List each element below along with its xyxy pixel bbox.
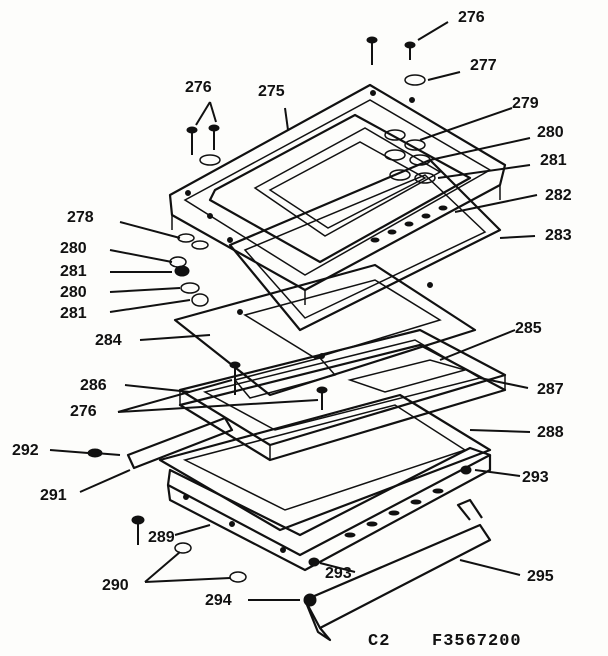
callout-284: 284 bbox=[95, 332, 122, 349]
callout-286: 286 bbox=[80, 377, 107, 394]
callout-283: 283 bbox=[545, 227, 572, 244]
side-bar-291 bbox=[126, 416, 234, 470]
plate-283 bbox=[228, 158, 502, 332]
callout-281: 281 bbox=[60, 305, 87, 322]
callout-290: 290 bbox=[102, 577, 129, 594]
bottom-channel-289 bbox=[166, 446, 492, 572]
side-switch-parts bbox=[169, 233, 209, 307]
washer-277 bbox=[199, 74, 426, 166]
screw-292 bbox=[87, 448, 121, 458]
leader-lines bbox=[49, 21, 538, 601]
callout-292: 292 bbox=[12, 442, 39, 459]
callout-276: 276 bbox=[185, 79, 212, 96]
callout-labels: 276 277 276 275 279 280 281 282 278 283 … bbox=[12, 9, 572, 609]
callout-288: 288 bbox=[537, 424, 564, 441]
top-frame-275 bbox=[168, 83, 507, 305]
vent-holes-282 bbox=[370, 205, 448, 243]
callout-287: 287 bbox=[537, 381, 564, 398]
callout-294: 294 bbox=[205, 592, 232, 609]
callout-276: 276 bbox=[458, 9, 485, 26]
callout-278: 278 bbox=[67, 209, 94, 226]
glass-panel-284 bbox=[173, 263, 477, 397]
callout-275: 275 bbox=[258, 83, 285, 100]
callout-280: 280 bbox=[60, 284, 87, 301]
callout-280: 280 bbox=[537, 124, 564, 141]
drawing-number: F3567200 bbox=[432, 632, 522, 651]
callout-277: 277 bbox=[470, 57, 497, 74]
callout-281: 281 bbox=[540, 152, 567, 169]
callout-281: 281 bbox=[60, 263, 87, 280]
callout-282: 282 bbox=[545, 187, 572, 204]
fasteners-293 bbox=[308, 465, 472, 567]
handle-295 bbox=[303, 498, 492, 642]
screws-290 bbox=[131, 515, 247, 583]
screw-276-lower bbox=[229, 361, 328, 410]
drawing-footer: C2 F3567200 bbox=[368, 632, 522, 651]
top-screws-276 bbox=[186, 36, 416, 155]
callout-295: 295 bbox=[527, 568, 554, 585]
callout-280: 280 bbox=[60, 240, 87, 257]
callout-293: 293 bbox=[325, 565, 352, 582]
callout-289: 289 bbox=[148, 529, 175, 546]
callout-279: 279 bbox=[512, 95, 539, 112]
callout-293: 293 bbox=[522, 469, 549, 486]
callout-276: 276 bbox=[70, 403, 97, 420]
nut-294 bbox=[303, 593, 317, 607]
section-code: C2 bbox=[368, 632, 390, 651]
callout-291: 291 bbox=[40, 487, 67, 504]
callout-285: 285 bbox=[515, 320, 542, 337]
